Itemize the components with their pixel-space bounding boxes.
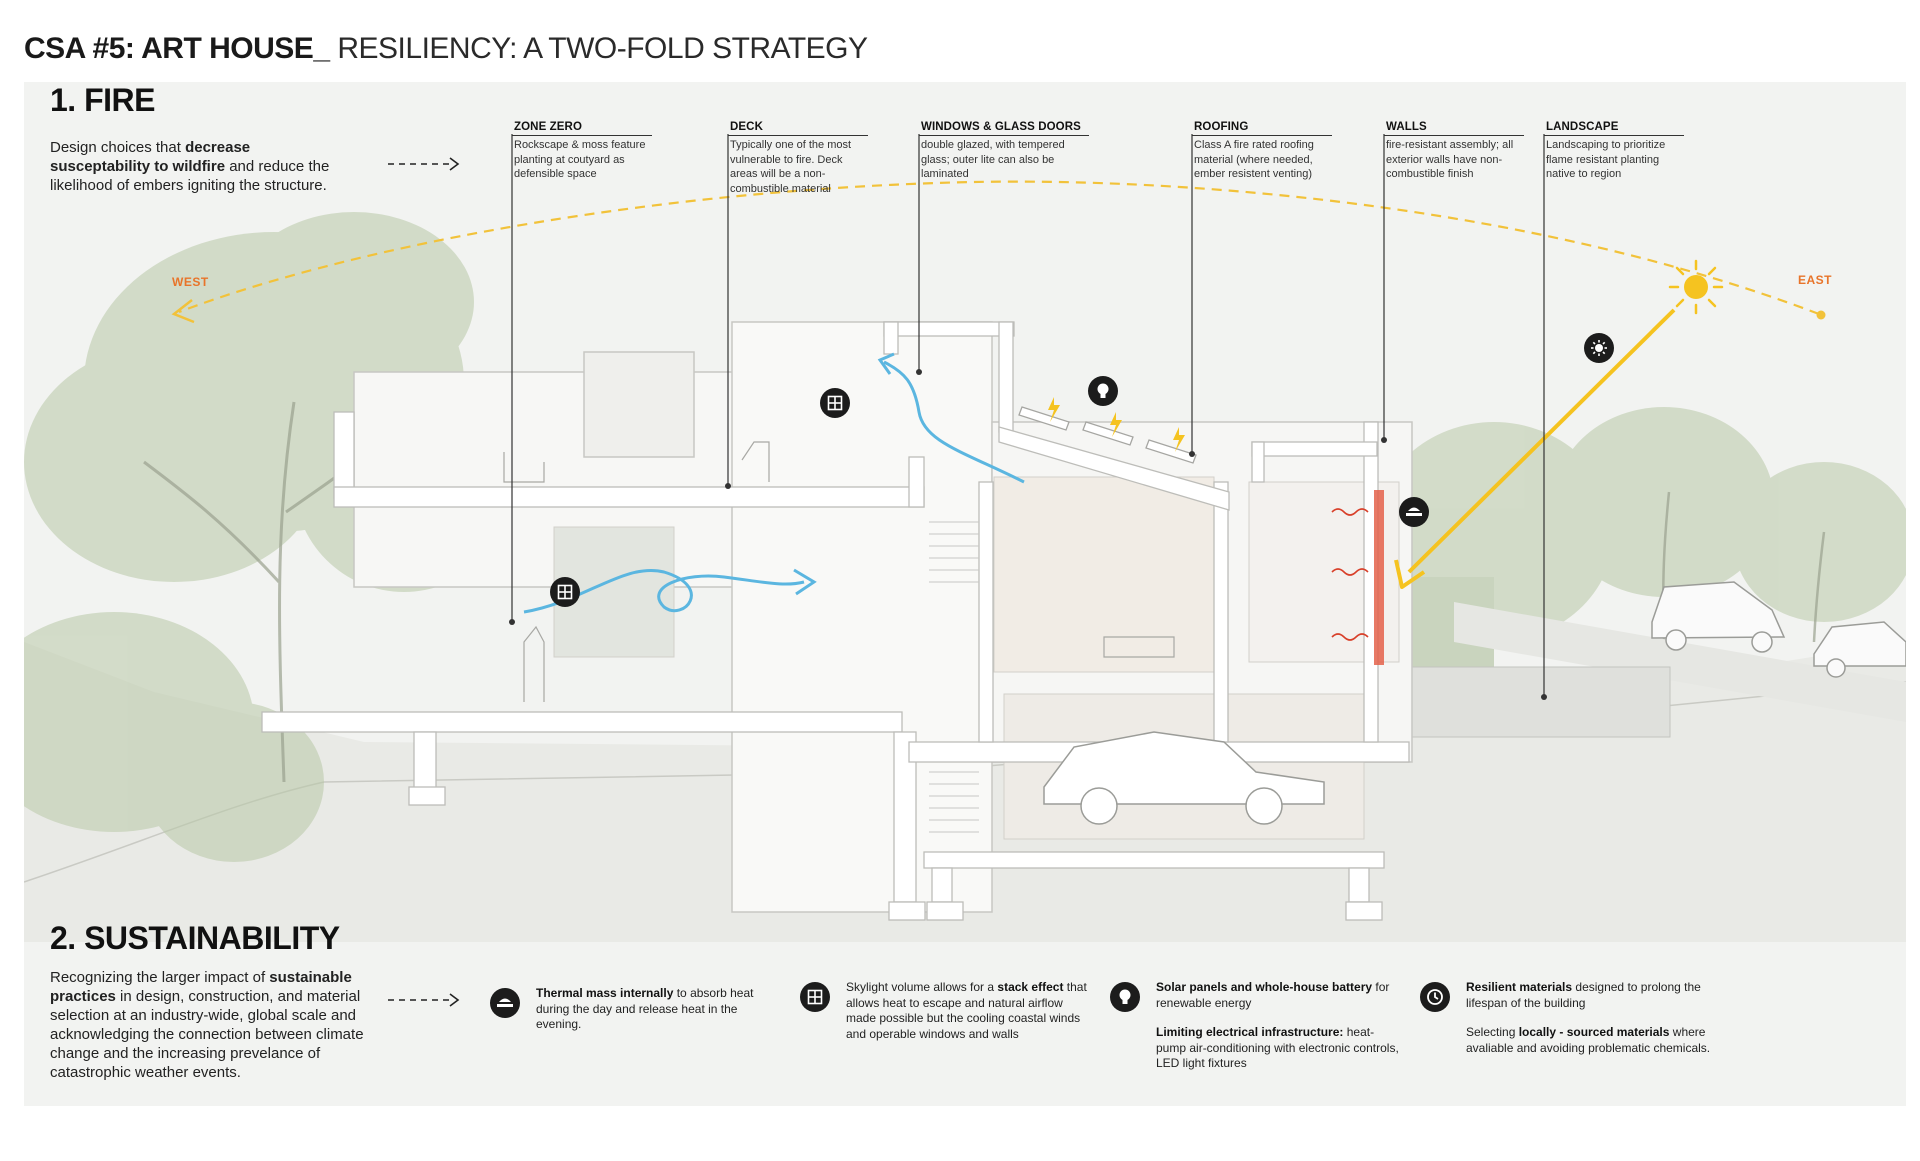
sun-path-arc <box>178 180 1820 316</box>
diagram-board: 1. FIRE Design choices that decrease sus… <box>24 82 1906 1106</box>
thermal-mass-icon <box>490 988 520 1018</box>
callout-roofing: ROOFING Class A fire rated roofing mater… <box>1192 120 1332 182</box>
legend-stack-effect: Skylight volume allows for a stack effec… <box>800 980 1090 1042</box>
trees-left <box>24 212 514 862</box>
trees-right <box>1374 407 1906 667</box>
page-title-project: CSA #5: ART HOUSE_ <box>24 32 330 65</box>
sun-ray-arrowhead <box>1394 559 1426 589</box>
lightbulb-icon <box>1110 982 1140 1012</box>
page-title-subtitle: RESILIENCY: A TWO-FOLD STRATEGY <box>337 32 868 65</box>
callout-deck: DECK Typically one of the most vulnerabl… <box>728 120 868 196</box>
callout-windows-glass-doors: WINDOWS & GLASS DOORS double glazed, wit… <box>919 120 1089 182</box>
solar-bolts <box>1048 397 1185 452</box>
skylight-icon <box>800 982 830 1012</box>
legend-solar-power: Solar panels and whole-house battery for… <box>1110 980 1400 1072</box>
legend-resilient-materials: Resilient materials designed to prolong … <box>1420 980 1720 1056</box>
radiant-heat-waves <box>1331 508 1369 641</box>
cross-ventilation-arrowhead <box>793 568 817 596</box>
compass-west-label: WEST <box>172 275 209 289</box>
stair-treads <box>929 521 979 833</box>
parked-cars <box>1651 581 1906 678</box>
sun-path-arrowhead <box>171 299 195 324</box>
fire-section-description: Design choices that decrease susceptabil… <box>50 139 330 194</box>
lightbulb-icon <box>1088 376 1118 406</box>
skylight-icon <box>550 577 580 607</box>
callout-leader-dots <box>509 369 1547 700</box>
sustainability-section-description: Recognizing the larger impact of sustain… <box>50 969 364 1081</box>
fire-dashed-arrow <box>388 157 460 171</box>
callout-landscape: LANDSCAPE Landscaping to prioritize flam… <box>1544 120 1684 182</box>
callout-walls: WALLS fire-resistant assembly; all exter… <box>1384 120 1524 182</box>
clock-icon <box>1420 982 1450 1012</box>
structural-slabs <box>261 321 1410 921</box>
stack-effect-airflow <box>883 360 1025 484</box>
sun-ray <box>1407 308 1676 574</box>
stack-effect-arrowhead <box>877 352 895 375</box>
callout-zone-zero: ZONE ZERO Rockscape & moss feature plant… <box>512 120 652 182</box>
garage-car <box>1043 731 1325 825</box>
furniture-silhouettes <box>503 441 1175 702</box>
callout-leader-lines <box>511 134 1545 697</box>
sustainability-dashed-arrow <box>388 993 460 1007</box>
thermal-mass-icon <box>1399 497 1429 527</box>
page-title: CSA #5: ART HOUSE_ RESILIENCY: A TWO-FOL… <box>24 30 868 68</box>
sun-path-east-dot <box>1816 310 1826 320</box>
fire-section-title: 1. FIRE <box>50 82 155 118</box>
solar-panels <box>1018 406 1197 464</box>
sloped-roof <box>998 426 1230 511</box>
sun-badge-icon <box>1584 333 1614 363</box>
legend-thermal-mass: Thermal mass internally to absorb heat d… <box>490 986 770 1033</box>
site-wall <box>1373 666 1671 738</box>
cross-ventilation-airflow <box>523 569 805 614</box>
section-drawing <box>24 134 1906 1007</box>
skylight-icon <box>820 388 850 418</box>
street <box>1454 602 1906 722</box>
heated-wall <box>1374 490 1384 665</box>
sun-icon <box>1668 259 1724 315</box>
sustainability-section-title: 2. SUSTAINABILITY <box>50 920 340 956</box>
compass-east-label: EAST <box>1798 273 1833 287</box>
